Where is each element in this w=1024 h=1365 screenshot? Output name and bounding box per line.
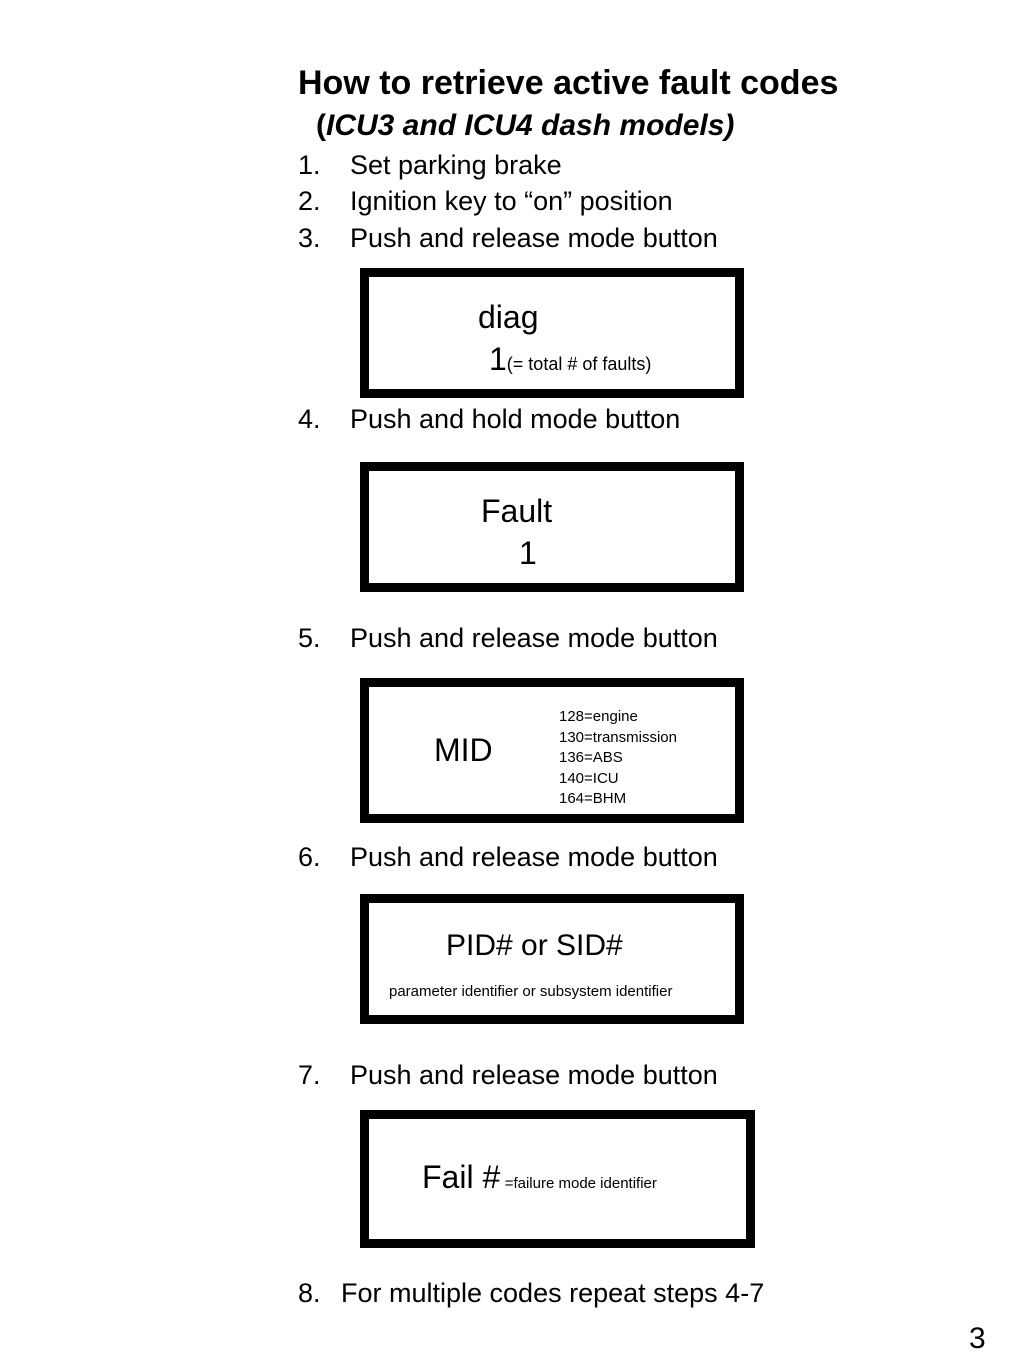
fail-line: Fail # =failure mode identifier (422, 1159, 657, 1196)
diag-count: 1(= total # of faults) (489, 341, 652, 377)
step-6-text: Push and release mode button (350, 842, 718, 872)
mid-code: 164=BHM (559, 790, 627, 807)
display-fault: Fault 1 (360, 462, 744, 592)
step-2-text: Ignition key to “on” position (350, 186, 673, 216)
mid-code-list: 128=engine 130=transmission 136=ABS 140=… (559, 707, 677, 810)
subtitle-paren: ( (316, 109, 326, 142)
mid-code: 140=ICU (559, 769, 619, 787)
display-fail: Fail # =failure mode identifier (360, 1110, 755, 1248)
step-2: 2.Ignition key to “on” position (298, 186, 673, 216)
step-4-text: Push and hold mode button (350, 404, 681, 434)
display-mid: MID 128=engine 130=transmission 136=ABS … (360, 678, 744, 823)
step-1: 1.Set parking brake (298, 150, 562, 180)
step-5-text: Push and release mode button (350, 623, 718, 653)
fault-count: 1 (519, 535, 537, 571)
mid-code: 130=transmission (559, 728, 677, 746)
pid-note: parameter identifier or subsystem identi… (389, 983, 673, 1000)
fault-label: Fault (481, 493, 553, 529)
pid-label: PID# or SID# (446, 929, 623, 962)
display-diag: diag 1(= total # of faults) (360, 268, 744, 398)
mid-code: 128=engine (559, 708, 638, 725)
mid-code: 136=ABS (559, 749, 623, 766)
step-6: 6.Push and release mode button (298, 842, 718, 872)
fail-note: =failure mode identifier (504, 1175, 657, 1192)
page-subtitle: (ICU3 and ICU4 dash models) (316, 109, 734, 143)
step-7: 7.Push and release mode button (298, 1060, 718, 1090)
diag-note: (= total # of faults) (506, 354, 652, 374)
page-number: 3 (969, 1322, 986, 1355)
step-3: 3.Push and release mode button (298, 223, 718, 253)
step-8-text: For multiple codes repeat steps 4-7 (341, 1278, 765, 1308)
mid-label: MID (434, 732, 493, 768)
step-1-text: Set parking brake (350, 150, 562, 180)
step-5: 5.Push and release mode button (298, 623, 718, 653)
display-pid: PID# or SID# parameter identifier or sub… (360, 894, 744, 1024)
fail-label: Fail # (422, 1159, 501, 1195)
page-title: How to retrieve active fault codes (298, 64, 839, 102)
subtitle-models: ICU3 and ICU4 dash models) (326, 109, 735, 142)
step-3-text: Push and release mode button (350, 223, 718, 253)
step-4: 4.Push and hold mode button (298, 404, 681, 434)
diag-label: diag (478, 299, 539, 335)
step-8: 8.For multiple codes repeat steps 4-7 (298, 1278, 765, 1308)
step-7-text: Push and release mode button (350, 1060, 718, 1090)
